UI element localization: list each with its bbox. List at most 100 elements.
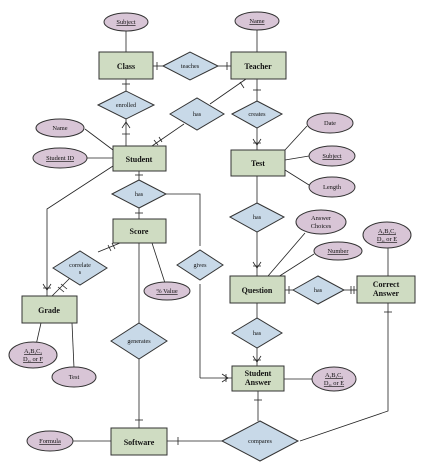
attribute-formula-label: Formula: [39, 438, 61, 445]
relationship-has-student-score[interactable]: has: [110, 179, 168, 209]
mark-teacher-has: [239, 81, 245, 89]
entity-test[interactable]: Test: [230, 149, 286, 177]
relationship-has-test-question-label: has: [253, 214, 262, 221]
entity-student[interactable]: Student: [112, 145, 167, 172]
relationship-enrolled-label: enrolled: [116, 102, 137, 109]
edge-answerchoices-question: [267, 232, 306, 277]
relationship-compares-label: compares: [248, 438, 272, 445]
attribute-abc-correct-label: A,B,C,D,, or E: [377, 228, 397, 243]
attribute-percent-value[interactable]: % Value: [143, 281, 191, 301]
attribute-student-id[interactable]: Student ID: [32, 147, 88, 169]
edge-correctanswer-compares: [299, 303, 389, 442]
relationship-has-test-question[interactable]: has: [228, 202, 286, 233]
entity-question[interactable]: Question: [229, 275, 286, 304]
attribute-length-label: Length: [323, 184, 342, 191]
relationship-has-teacher-student[interactable]: has: [169, 97, 225, 131]
attribute-abc-student-label: A,B,C,D,, or E: [324, 372, 344, 387]
connector-lines: [35, 29, 389, 442]
entity-grade[interactable]: Grade: [21, 295, 78, 324]
edge-grade-test: [71, 322, 75, 369]
entity-question-label: Question: [242, 286, 273, 295]
attribute-name-student-label: Name: [52, 125, 67, 132]
attribute-name-teacher[interactable]: Name: [234, 11, 280, 31]
mark-test-creates: [252, 138, 262, 146]
attribute-percent-value-label: % Value: [156, 288, 178, 295]
relationship-has-teacher-student-label: has: [193, 111, 202, 118]
attribute-subject-class[interactable]: Subject: [103, 12, 149, 32]
mark-correct-has: [350, 286, 355, 294]
relationship-creates-label: creates: [248, 111, 266, 118]
attribute-number[interactable]: Number: [313, 241, 363, 261]
edge-date-test: [284, 125, 308, 151]
attribute-subject-test[interactable]: Subject: [308, 145, 356, 167]
attribute-subject-test-label: Subject: [322, 153, 341, 160]
attribute-length[interactable]: Length: [308, 176, 356, 198]
edge-correlates-grade: [51, 277, 71, 297]
entity-class-label: Class: [117, 62, 135, 71]
attribute-formula[interactable]: Formula: [26, 430, 74, 452]
attribute-subject-class-label: Subject: [116, 19, 135, 26]
relationship-gives-label: gives: [193, 262, 207, 269]
relationship-has-question-student-answer-label: has: [253, 330, 262, 337]
relationship-teaches[interactable]: teaches: [161, 51, 220, 81]
cardinality-marks: [42, 62, 392, 445]
edge-length-test: [284, 169, 310, 186]
relationship-gives[interactable]: gives: [176, 249, 224, 281]
edge-score-percent: [151, 242, 166, 284]
entity-software[interactable]: Software: [110, 427, 168, 456]
attribute-abc-grade-label: A,B,C,D,, or F: [23, 348, 43, 363]
entity-test-label: Test: [251, 159, 265, 168]
attribute-abc-correct[interactable]: A,B,C,D,, or E: [362, 221, 412, 249]
attribute-date[interactable]: Date: [306, 112, 354, 134]
relationship-creates[interactable]: creates: [230, 100, 284, 129]
relationship-has-question-correct-label: has: [314, 287, 323, 294]
mark-grade-correlates: [57, 283, 68, 293]
attribute-abc-student[interactable]: A,B,C,D,, or E: [311, 366, 357, 392]
entity-student-label: Student: [126, 155, 153, 164]
mark-score-correlates: [107, 242, 116, 252]
edge-grade-abc: [35, 322, 42, 346]
entity-teacher[interactable]: Teacher: [230, 51, 287, 80]
mark-grade-student: [42, 283, 52, 291]
relationship-has-question-student-answer[interactable]: has: [231, 317, 283, 349]
edge-name-student: [84, 128, 114, 151]
attribute-abc-grade[interactable]: A,B,C,D,, or F: [8, 341, 58, 369]
entity-score-label: Score: [130, 227, 149, 236]
mark-student-has-teacher: [153, 136, 163, 146]
mark-studentanswer-gives: [221, 373, 229, 383]
relationship-compares[interactable]: compares: [220, 420, 300, 462]
entity-score[interactable]: Score: [112, 218, 167, 244]
relationship-has-question-correct[interactable]: has: [291, 275, 346, 305]
relationship-generates[interactable]: generates: [110, 322, 168, 360]
attribute-name-teacher-label: Name: [249, 18, 264, 25]
mark-student-enrolled: [121, 121, 131, 135]
entity-class[interactable]: Class: [98, 51, 154, 80]
edge-number-question: [277, 253, 315, 278]
attribute-student-id-label: Student ID: [46, 155, 74, 162]
edge-has-gives: [166, 193, 201, 246]
attribute-name-student[interactable]: Name: [35, 118, 85, 138]
entity-teacher-label: Teacher: [244, 62, 272, 71]
attribute-date-label: Date: [324, 120, 336, 127]
relationship-enrolled[interactable]: enrolled: [96, 90, 156, 120]
relationship-teaches-label: teaches: [181, 63, 200, 70]
mark-studentanswer-has: [252, 355, 262, 363]
attribute-test-label: Test: [69, 374, 80, 381]
attribute-test[interactable]: Test: [51, 366, 97, 388]
relationship-generates-label: generates: [127, 338, 151, 345]
entity-software-label: Software: [124, 438, 155, 447]
entity-grade-label: Grade: [38, 306, 60, 315]
edge-student-grade: [46, 165, 114, 296]
mark-question-has: [252, 261, 262, 269]
relationship-has-student-score-label: has: [135, 191, 144, 198]
edge-subject-test: [284, 155, 310, 161]
